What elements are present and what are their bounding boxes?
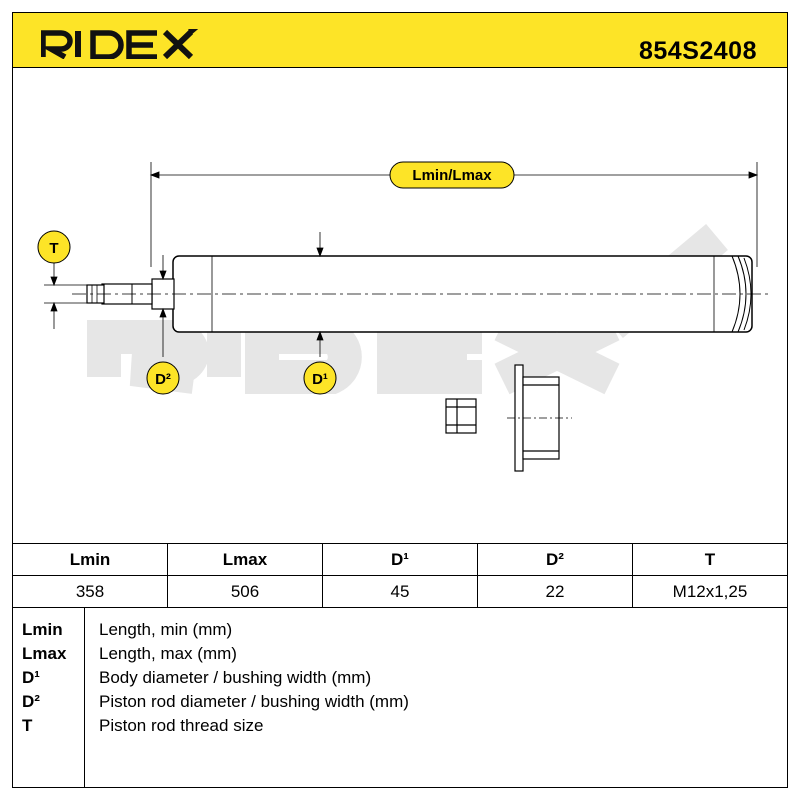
legend-key: T bbox=[22, 716, 33, 735]
legend-divider bbox=[84, 608, 85, 788]
thread-callout-badge bbox=[37, 230, 71, 264]
rod-diameter-callout-badge bbox=[146, 361, 180, 395]
table-row: 358 506 45 22 M12x1,25 bbox=[12, 575, 788, 608]
table-cell: 22 bbox=[477, 575, 633, 608]
table-cell: M12x1,25 bbox=[632, 575, 788, 608]
body-diameter-callout-badge bbox=[303, 361, 337, 395]
length-callout-badge bbox=[389, 161, 515, 189]
legend-key: D¹ bbox=[22, 668, 40, 687]
body-diameter-dimension bbox=[316, 232, 324, 357]
legend-description: Piston rod thread size bbox=[99, 716, 264, 735]
header-bar: 854S2408 bbox=[12, 12, 788, 68]
length-callout-label: Lmin/Lmax bbox=[412, 167, 492, 184]
ridex-logo bbox=[41, 29, 199, 59]
table-cell: 45 bbox=[322, 575, 478, 608]
legend: Lmin Length, min (mm) Lmax Length, max (… bbox=[12, 607, 788, 788]
specification-table: Lmin Lmax D¹ D² T 358 506 45 22 M12x1,25 bbox=[12, 543, 788, 608]
table-header-cell: Lmin bbox=[12, 543, 168, 576]
nut-part bbox=[445, 398, 477, 434]
table-cell: 506 bbox=[167, 575, 323, 608]
legend-item: Lmin Length, min (mm) bbox=[12, 620, 788, 644]
top-mount-part bbox=[507, 364, 572, 472]
legend-description: Body diameter / bushing width (mm) bbox=[99, 668, 372, 687]
thread-callout-label: T bbox=[49, 240, 58, 257]
table-header-cell: Lmax bbox=[167, 543, 323, 576]
legend-item: D² Piston rod diameter / bushing width (… bbox=[12, 692, 788, 716]
legend-key: Lmin bbox=[22, 620, 63, 639]
legend-key: D² bbox=[22, 692, 40, 711]
table-header-cell: D² bbox=[477, 543, 633, 576]
legend-description: Length, min (mm) bbox=[99, 620, 233, 639]
legend-key: Lmax bbox=[22, 644, 67, 663]
table-header-row: Lmin Lmax D¹ D² T bbox=[12, 543, 788, 576]
shock-absorber-drawing: Lmin/Lmax D¹ bbox=[37, 161, 772, 472]
table-header-cell: D¹ bbox=[322, 543, 478, 576]
legend-description: Length, max (mm) bbox=[99, 644, 237, 663]
legend-item: T Piston rod thread size bbox=[12, 716, 788, 740]
legend-item: Lmax Length, max (mm) bbox=[12, 644, 788, 668]
legend-item: D¹ Body diameter / bushing width (mm) bbox=[12, 668, 788, 692]
part-number: 854S2408 bbox=[638, 37, 757, 65]
legend-description: Piston rod diameter / bushing width (mm) bbox=[99, 692, 409, 711]
rod-diameter-dimension bbox=[159, 255, 167, 357]
table-header-cell: T bbox=[632, 543, 788, 576]
technical-drawing: Lmin/Lmax D¹ bbox=[12, 67, 788, 543]
body-diameter-callout-label: D¹ bbox=[312, 371, 328, 388]
table-cell: 358 bbox=[12, 575, 168, 608]
rod-diameter-callout-label: D² bbox=[155, 371, 171, 388]
